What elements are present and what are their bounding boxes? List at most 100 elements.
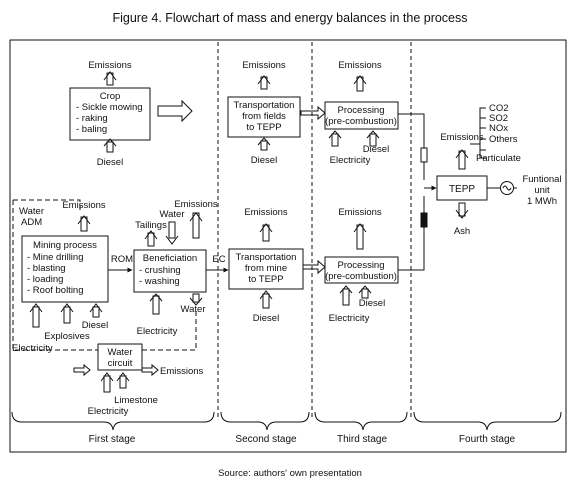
- rom-label: ROM: [111, 254, 133, 265]
- water-circuit-line: Water: [108, 347, 133, 358]
- functional-unit-label: 1 MWh: [527, 196, 557, 207]
- transport-mine-line: Transportation: [236, 252, 297, 263]
- tepp-emissions-label: Emissions: [440, 132, 484, 143]
- tepp-emissions-arrow: [455, 149, 469, 170]
- transport-mine-line: from mine: [245, 263, 287, 274]
- processing-top-diesel-label: Diesel: [363, 144, 389, 155]
- processing-bottom-box: [324, 256, 399, 284]
- crop-emissions-arrow: [103, 71, 117, 86]
- water-circuit-limestone-arrow: [100, 372, 114, 393]
- processing-top-line: Processing: [338, 105, 385, 116]
- mining-explosives-label: Explosives: [44, 331, 90, 342]
- generator-wave-icon: [502, 185, 512, 191]
- mining-electricity-label: Electricity: [12, 343, 53, 354]
- transport-mine-line: to TEPP: [248, 274, 283, 285]
- mining-water-label: Water: [19, 206, 44, 217]
- crop-diesel-arrow: [103, 138, 117, 153]
- transport-mine-emissions-label: Emissions: [244, 207, 288, 218]
- stage-label-third: Third stage: [337, 434, 387, 445]
- tepp-label: TEPP: [449, 184, 475, 195]
- processing-bottom-line: Processing: [338, 260, 385, 271]
- water-circuit-box: [97, 343, 143, 371]
- processing-bottom-diesel-label: Diesel: [359, 298, 385, 309]
- water-circuit-group: Water circuit Emissions Limestone Electr…: [73, 343, 204, 417]
- transport-fields-line: Transportation: [234, 100, 295, 111]
- beneficiation-electricity-label: Electricity: [137, 326, 178, 337]
- mining-emissions-label: Emissions: [62, 200, 106, 211]
- crop-emissions-label: Emissions: [88, 60, 132, 71]
- stage-brace-first: [11, 411, 215, 431]
- water-loop-dashed: [12, 200, 197, 351]
- mining-item: - loading: [27, 274, 63, 285]
- water-circuit-electricity-label: Electricity: [88, 406, 129, 417]
- transport-mine-group: Emissions Transportation from mine to TE…: [228, 207, 304, 324]
- crop-item: - baling: [76, 124, 107, 135]
- beneficiation-water-out-arrow: [189, 293, 203, 306]
- water-circuit-electricity-arrow: [116, 372, 130, 389]
- crop-item: - Sickle mowing: [76, 102, 143, 113]
- figure-title: Figure 4. Flowchart of mass and energy b…: [112, 11, 467, 25]
- processing-top-box: [324, 101, 399, 130]
- beneficiation-box: [133, 249, 207, 293]
- water-circuit-limestone-label: Limestone: [114, 395, 158, 406]
- processing-top-electricity-arrow: [328, 130, 342, 147]
- processing-top-group: Emissions Processing (pre-combustion) El…: [324, 60, 399, 166]
- beneficiation-water-in-label: Water: [160, 209, 185, 220]
- emission-item: Others: [489, 134, 518, 145]
- processing-top-flow-marker: [420, 147, 428, 163]
- tepp-ash-label: Ash: [454, 226, 470, 237]
- transport-fields-line: to TEPP: [246, 122, 281, 133]
- processing-bottom-line: (pre-combustion): [325, 271, 397, 282]
- functional-unit-label: unit: [534, 185, 550, 196]
- mining-box: [21, 235, 109, 303]
- beneficiation-group: Tailings Water Emissions Beneficiation -…: [133, 199, 218, 337]
- emission-item: CO2: [489, 103, 509, 114]
- water-circuit-emissions-label: Emissions: [160, 366, 204, 377]
- mining-item: - blasting: [27, 263, 66, 274]
- beneficiation-electricity-arrow: [149, 293, 163, 315]
- source-caption: Source: authors' own presentation: [218, 468, 362, 479]
- processing-bottom-emissions-label: Emissions: [338, 207, 382, 218]
- mining-explosives-arrow: [60, 303, 74, 324]
- functional-unit-label: Funtional: [522, 174, 561, 185]
- crop-diesel-label: Diesel: [97, 157, 123, 168]
- tepp-group: Emissions TEPP Ash CO2 SO2 NOx Others Pa…: [436, 103, 562, 237]
- processing-bottom-electricity-label: Electricity: [329, 313, 370, 324]
- tepp-ash-arrow: [455, 202, 469, 219]
- transport-fields-emissions-label: Emissions: [242, 60, 286, 71]
- tepp-emissions-brace: [470, 107, 486, 159]
- mining-adm-label: ADM: [21, 217, 42, 228]
- transport-fields-emissions-arrow: [257, 75, 271, 90]
- transport-fields-box: [227, 96, 301, 138]
- beneficiation-item: - crushing: [139, 265, 181, 276]
- emission-item: Particulate: [476, 153, 521, 164]
- transport-fields-group: Emissions Transportation from fields to …: [227, 60, 301, 166]
- beneficiation-item: - washing: [139, 276, 180, 287]
- stage-brace-fourth: [413, 411, 562, 431]
- emission-item: SO2: [489, 113, 508, 124]
- processing-top-emissions-arrow: [353, 75, 367, 92]
- water-circuit-emissions-arrow: [141, 363, 159, 377]
- crop-box: [69, 87, 151, 141]
- transport-mine-box: [228, 248, 304, 290]
- stage-brace-third: [314, 411, 408, 431]
- crop-group: Emissions Crop - Sickle mowing - raking …: [69, 60, 151, 168]
- stage-label-fourth: Fourth stage: [459, 434, 516, 445]
- water-circuit-input-arrow: [73, 363, 91, 377]
- processing-top-electricity-label: Electricity: [330, 155, 371, 166]
- processing-bottom-emissions-arrow: [353, 223, 367, 250]
- mining-electricity-arrow: [29, 303, 43, 328]
- processing-bottom-group: Emissions Processing (pre-combustion) Di…: [324, 207, 399, 324]
- mining-diesel-arrow: [89, 303, 103, 318]
- crop-to-transport-arrow: [157, 99, 193, 123]
- mining-diesel-label: Diesel: [82, 320, 108, 331]
- transport-to-processing-arrow: [300, 105, 326, 121]
- stage-label-second: Second stage: [235, 434, 297, 445]
- beneficiation-tailings-label: Tailings: [135, 220, 167, 231]
- processing-top-line: (pre-combustion): [325, 116, 397, 127]
- crop-item: - raking: [76, 113, 108, 124]
- mining-item: - Roof bolting: [27, 285, 84, 296]
- mining-emissions-arrow: [77, 215, 91, 232]
- processing-top-diesel-arrow: [366, 130, 380, 147]
